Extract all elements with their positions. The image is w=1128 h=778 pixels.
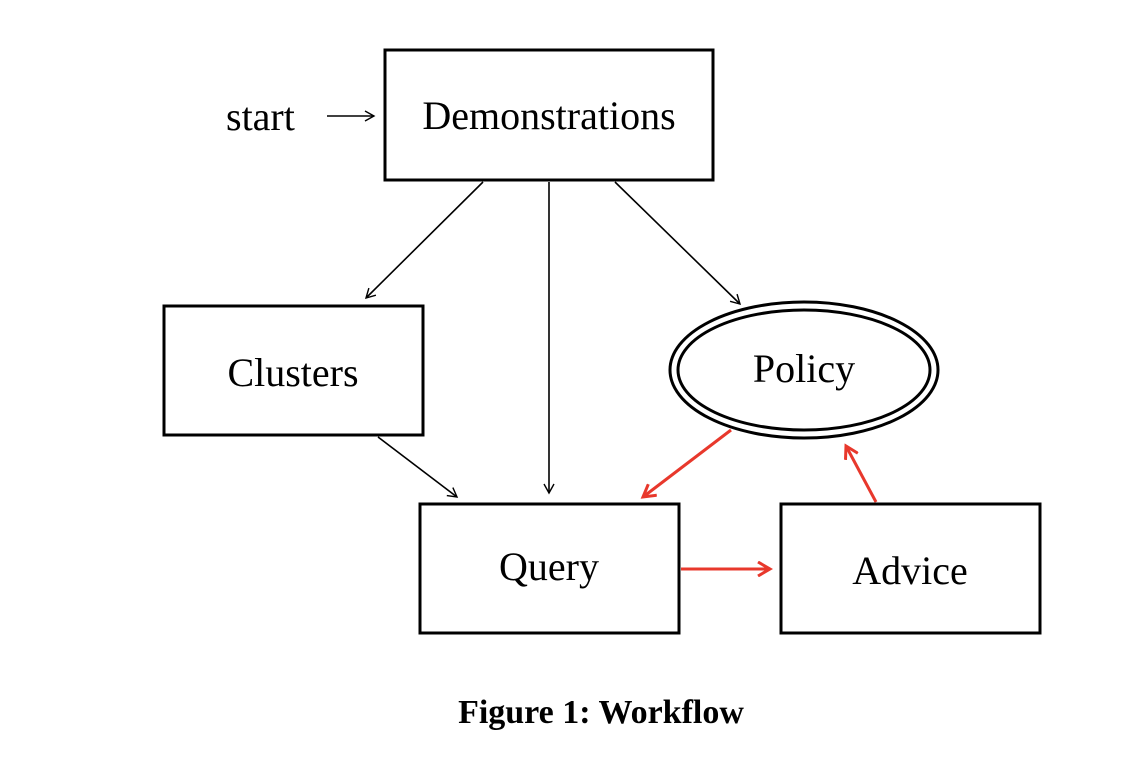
node-demonstrations: Demonstrations <box>383 48 715 182</box>
node-query-label: Query <box>499 544 599 589</box>
edge-demonstrations-clusters <box>364 181 484 300</box>
node-advice: Advice <box>779 502 1042 635</box>
node-clusters: Clusters <box>162 304 425 437</box>
node-query: Query <box>418 502 681 635</box>
edge-advice-policy <box>846 446 878 503</box>
node-advice-label: Advice <box>852 548 968 593</box>
edge-demonstrations-policy <box>614 181 742 306</box>
node-demonstrations-label: Demonstrations <box>422 93 675 138</box>
edge-clusters-query <box>377 436 459 498</box>
node-policy: Policy <box>668 300 940 440</box>
node-clusters-label: Clusters <box>227 350 358 395</box>
figure-caption: Figure 1: Workflow <box>458 694 744 731</box>
start-label: start <box>226 94 295 139</box>
edge-policy-query <box>643 428 732 497</box>
node-policy-label: Policy <box>753 346 855 391</box>
